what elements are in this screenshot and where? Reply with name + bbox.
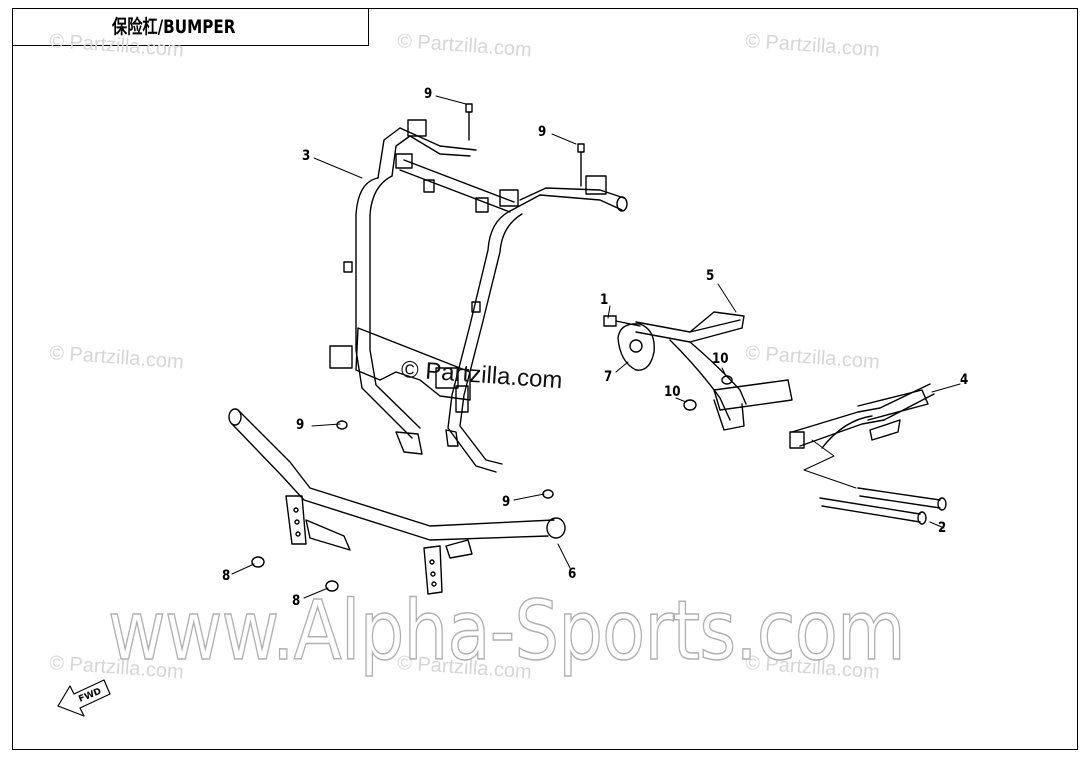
title-box: [12, 8, 369, 46]
fwd-arrow-icon: FWD: [57, 679, 111, 717]
callout-1: 1: [600, 292, 609, 308]
long-bolts: [803, 439, 947, 525]
callout-9: 9: [502, 494, 511, 510]
callout-7: 7: [604, 369, 613, 385]
callout-9: 9: [296, 417, 305, 433]
callout-4: 4: [960, 372, 969, 388]
callout-9: 9: [424, 86, 433, 102]
callout-10: 10: [712, 351, 729, 367]
callout-2: 2: [938, 520, 947, 536]
page-title: 保险杠/BUMPER: [112, 16, 236, 38]
callout-8: 8: [222, 568, 231, 584]
upper-bumper-frame: [329, 119, 628, 473]
callout-3: 3: [302, 148, 311, 164]
lower-bumper-bar: [228, 408, 566, 595]
callout-5: 5: [706, 268, 715, 284]
callout-6: 6: [568, 566, 577, 582]
watermark-large: www.Alpha-Sports.com: [107, 583, 906, 680]
leader-lines: [231, 95, 961, 599]
callout-10: 10: [664, 384, 681, 400]
middle-bracket: [603, 311, 793, 431]
hardware: [251, 103, 733, 592]
callout-8: 8: [292, 593, 301, 609]
diagram-frame: [12, 8, 1078, 750]
callout-9: 9: [538, 124, 547, 140]
right-bracket: [789, 383, 935, 449]
